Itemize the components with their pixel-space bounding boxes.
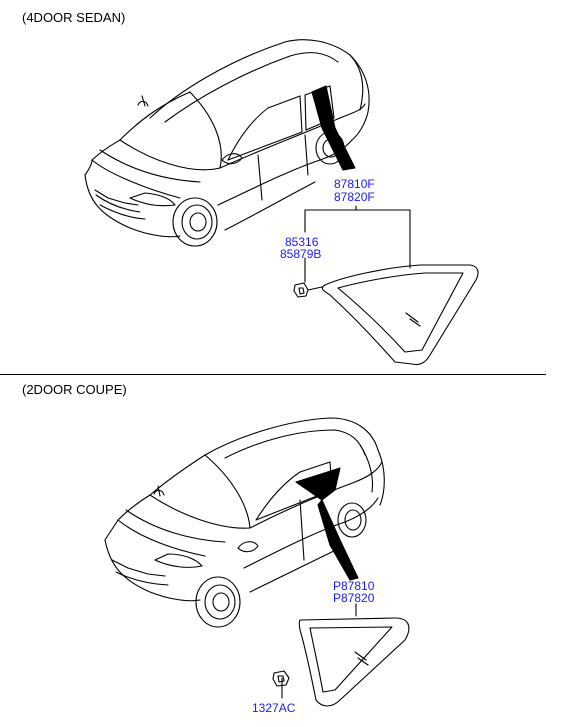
sedan-clip-part-label-a[interactable]: 85316 bbox=[285, 235, 319, 249]
coupe-clip-part bbox=[272, 670, 290, 687]
coupe-car-illustration bbox=[104, 417, 385, 628]
coupe-section-title: (2DOOR COUPE) bbox=[22, 382, 127, 397]
coupe-clip-part-label[interactable]: 1327AC bbox=[252, 701, 296, 715]
sedan-glass-part-label-b[interactable]: 87820F bbox=[334, 190, 375, 204]
coupe-quarter-glass-part bbox=[298, 617, 410, 707]
sedan-clip-part bbox=[293, 282, 323, 298]
coupe-glass-part-label-b[interactable]: P87820 bbox=[333, 591, 375, 605]
coupe-quarter-glass-highlight bbox=[295, 467, 341, 501]
section-divider bbox=[0, 374, 546, 375]
sedan-quarter-glass-part bbox=[321, 264, 479, 366]
sedan-clip-part-label-b[interactable]: 85879B bbox=[280, 247, 322, 261]
coupe-glass-part-label-a[interactable]: P87810 bbox=[333, 579, 375, 593]
sedan-car-illustration bbox=[84, 39, 370, 247]
sedan-section-title: (4DOOR SEDAN) bbox=[22, 10, 126, 25]
sedan-quarter-glass-highlight bbox=[311, 85, 356, 171]
sedan-glass-part-label-a[interactable]: 87810F bbox=[334, 177, 375, 191]
